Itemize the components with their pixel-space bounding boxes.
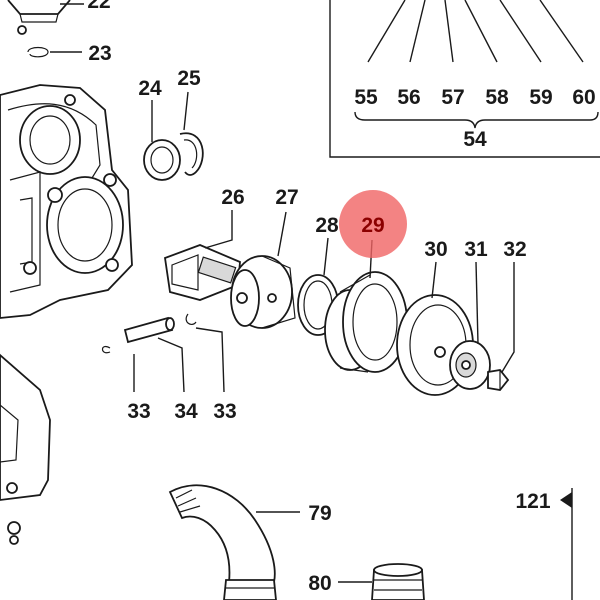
part-31-disc <box>449 261 491 390</box>
callout-33-left: 33 <box>127 400 150 423</box>
brace-54 <box>354 111 599 129</box>
callout-79: 79 <box>308 502 331 525</box>
leader-57 <box>444 0 454 63</box>
part-23-clip <box>27 46 82 58</box>
part-80-nipple <box>338 563 425 600</box>
callout-31: 31 <box>464 238 488 261</box>
callout-24: 24 <box>138 77 162 100</box>
callout-29: 29 <box>361 214 384 237</box>
part-33-left-clip <box>101 346 135 392</box>
callout-54: 54 <box>463 128 487 151</box>
callout-22: 22 <box>87 0 110 13</box>
part-79-elbow <box>168 484 300 600</box>
callout-26: 26 <box>221 186 244 209</box>
part-22 <box>7 0 84 35</box>
housing-port-ring <box>46 176 124 274</box>
callout-55: 55 <box>354 86 378 109</box>
highlight-circle-29 <box>339 190 407 258</box>
callout-23: 23 <box>88 42 111 65</box>
part-121-marker <box>560 488 573 600</box>
callout-121: 121 <box>515 490 550 513</box>
part-29-sleeve <box>324 239 408 373</box>
part-27-piston <box>230 211 296 329</box>
pump-housing <box>0 84 133 319</box>
part-25-circlip <box>179 91 204 176</box>
part-33-right-clip <box>185 313 225 393</box>
leader-58 <box>464 0 498 63</box>
callout-57: 57 <box>441 86 464 109</box>
callout-59: 59 <box>529 86 552 109</box>
callout-27: 27 <box>275 186 298 209</box>
leader-56 <box>409 0 426 63</box>
leader-60 <box>539 0 584 63</box>
callout-33-right: 33 <box>213 400 236 423</box>
leader-55 <box>367 0 406 63</box>
callout-56: 56 <box>397 86 420 109</box>
callout-60: 60 <box>572 86 595 109</box>
callout-28: 28 <box>315 214 339 237</box>
part-34-pin <box>123 316 185 393</box>
callout-30: 30 <box>424 238 447 261</box>
part-26-rod <box>164 210 241 301</box>
callout-25: 25 <box>177 67 201 90</box>
callout-34: 34 <box>174 400 198 423</box>
leader-59 <box>499 0 542 63</box>
inset-box <box>329 0 600 158</box>
cover-plate-fragment <box>0 353 51 545</box>
callout-32: 32 <box>503 238 526 261</box>
callout-80: 80 <box>308 572 331 595</box>
part-32-bolt <box>487 262 515 391</box>
callout-58: 58 <box>485 86 509 109</box>
part-24-ring <box>143 100 181 181</box>
